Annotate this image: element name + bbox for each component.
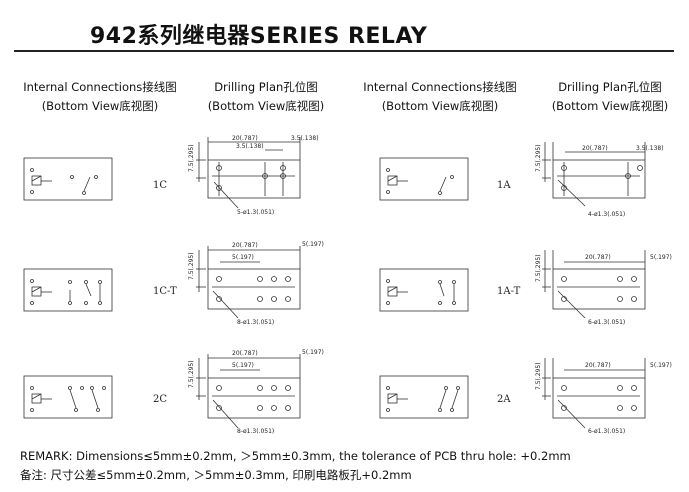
- internal-connection-1a: [379, 157, 469, 201]
- header-bottom-view: (Bottom View底视图): [381, 99, 499, 113]
- code-label-2a: 2A: [497, 394, 511, 405]
- header-internal-left: Internal Connections接线图 (Bottom View底视图): [16, 78, 184, 116]
- dim-7-5: 7.5(.295): [535, 144, 542, 172]
- dim-20: 20(.787): [585, 362, 611, 369]
- header-bottom-view: (Bottom View底视图): [207, 99, 325, 113]
- header-drilling-label: Drilling Plan孔位图: [214, 80, 318, 94]
- dim-5: 5(.197): [650, 362, 672, 369]
- dim-5: 5(.197): [302, 349, 324, 356]
- dim-7-5: 7.5(.295): [535, 362, 542, 390]
- dim-3-5: 3.5(.138): [236, 143, 264, 150]
- page-title: 942系列继电器SERIES RELAY: [90, 24, 428, 49]
- title-underline: [14, 50, 674, 52]
- header-bottom-view: (Bottom View底视图): [551, 99, 669, 113]
- dim-20: 20(.787): [232, 242, 258, 249]
- dim-7-5: 7.5(.295): [188, 252, 195, 280]
- internal-connection-1a-t: [379, 268, 469, 312]
- dim-7-5: 7.5(.295): [188, 144, 195, 172]
- dim-20: 20(.787): [582, 145, 608, 152]
- dim-5: 5(.197): [232, 254, 254, 261]
- dim-3-5: 3.5(.138): [636, 145, 664, 152]
- dim-20: 20(.787): [585, 254, 611, 261]
- dim-20: 20(.787): [232, 350, 258, 357]
- dim-holes: 4-ø1.3(.051): [588, 211, 625, 218]
- drilling-plan-1a-t: [542, 250, 646, 319]
- dim-7-5: 7.5(.295): [188, 360, 195, 388]
- remark-english: REMARK: Dimensions≤5mm±0.2mm, ＞5mm±0.3mm…: [20, 449, 571, 463]
- header-internal-right: Internal Connections接线图 (Bottom View底视图): [356, 78, 524, 116]
- code-label-1a-t: 1A-T: [497, 286, 521, 297]
- code-label-1c: 1C: [153, 180, 167, 191]
- drilling-plan-1a: [542, 142, 646, 207]
- dim-holes: 6-ø1.3(.051): [588, 319, 625, 326]
- drilling-plan-2a: [542, 358, 646, 429]
- internal-connection-1c-t: [23, 268, 113, 312]
- dim-holes: 8-ø1.3(.051): [237, 319, 274, 326]
- internal-connection-2a: [379, 375, 469, 419]
- code-label-1c-t: 1C-T: [153, 286, 177, 297]
- dim-holes: 6-ø1.3(.051): [588, 428, 625, 435]
- header-internal-label: Internal Connections接线图: [23, 80, 177, 94]
- header-drilling-left: Drilling Plan孔位图 (Bottom View底视图): [196, 78, 336, 116]
- dim-holes: 5-ø1.3(.051): [237, 209, 274, 216]
- remark-chinese: 备注: 尺寸公差≤5mm±0.2mm, ＞5mm±0.3mm, 印刷电路板孔+0…: [20, 468, 412, 482]
- code-label-1a: 1A: [497, 180, 511, 191]
- dim-3-5: 3.5(.138): [291, 135, 319, 142]
- drilling-plan-2c: [196, 354, 301, 429]
- dim-holes: 8-ø1.3(.051): [237, 428, 274, 435]
- header-bottom-view: (Bottom View底视图): [41, 99, 159, 113]
- header-drilling-label: Drilling Plan孔位图: [558, 80, 662, 94]
- internal-connection-2c: [23, 375, 113, 419]
- dim-7-5: 7.5(.295): [535, 254, 542, 282]
- drilling-plan-1c-t: [196, 246, 301, 319]
- drilling-plan-1c: [196, 137, 301, 209]
- dim-20: 20(.787): [232, 135, 258, 142]
- header-internal-label: Internal Connections接线图: [363, 80, 517, 94]
- dim-5: 5(.197): [650, 254, 672, 261]
- internal-connection-1c: [23, 157, 113, 201]
- dim-5: 5(.197): [232, 362, 254, 369]
- code-label-2c: 2C: [153, 394, 167, 405]
- header-drilling-right: Drilling Plan孔位图 (Bottom View底视图): [540, 78, 680, 116]
- dim-5: 5(.197): [302, 241, 324, 248]
